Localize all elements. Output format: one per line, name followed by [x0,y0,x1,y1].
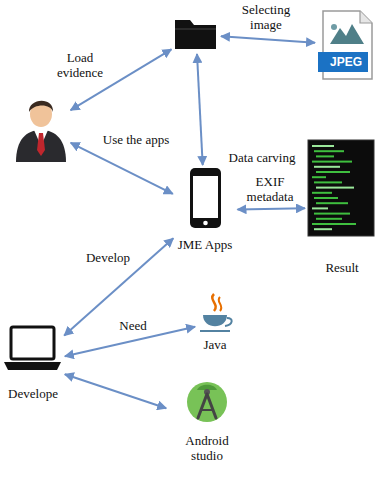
java-node: Java [198,292,234,352]
terminal-text-stroke [312,161,352,163]
terminal-text-stroke [314,228,332,230]
folder-icon [175,20,216,49]
terminal-text-stroke [312,176,326,178]
terminal-text-stroke [314,150,344,152]
terminal-text-stroke [314,166,340,168]
terminal-text-stroke [316,202,348,204]
terminal-text-stroke [314,197,338,199]
double-arrow [64,238,173,335]
double-arrow [238,208,306,209]
node-caption: Result [325,260,359,275]
android-node: Android studio [169,381,245,463]
double-arrow [221,36,315,43]
terminal-text-stroke [312,223,356,225]
double-arrow [65,374,166,408]
java-logo [200,294,232,331]
node-caption: JME Apps [178,237,233,252]
node-caption: Develope [8,386,58,401]
edge-label: EXIF metadata [240,174,300,204]
icon-text: JPEG [330,55,363,70]
person-icon [16,101,66,162]
terminal-text-stroke [312,145,334,147]
laptop-icon [4,327,61,370]
terminal-text-stroke [312,207,328,209]
terminal-text-stroke [316,155,334,157]
phone-node: JME Apps [176,168,235,252]
result-node: Result [308,140,374,275]
terminal-text-stroke [316,187,354,189]
jpeg-file-icon [318,11,372,79]
terminal-text-stroke [316,171,350,173]
terminal-text-stroke [316,218,342,220]
edge-label: Data carving [222,150,302,165]
edge-label: Use the apps [94,132,178,147]
edge-label: Develop [82,250,134,265]
node-caption: Java [203,337,227,352]
terminal-text-stroke [314,213,350,215]
laptop-node: Develope [4,326,62,401]
folder-node [174,18,218,51]
double-arrow [71,143,173,194]
terminal-screen-icon [308,140,374,236]
edge-label: Selecting image [235,2,297,32]
edge-label: Need [116,318,150,333]
node-caption: Android studio [171,433,243,463]
terminal-text-stroke [314,181,342,183]
terminal-text-stroke [312,192,332,194]
double-arrow [197,54,203,165]
person-node [14,94,68,162]
phone-icon [190,168,221,228]
edge-label: Load evidence [51,50,109,80]
android-studio-logo [187,382,227,422]
jpeg-node: JPEG [318,10,374,80]
